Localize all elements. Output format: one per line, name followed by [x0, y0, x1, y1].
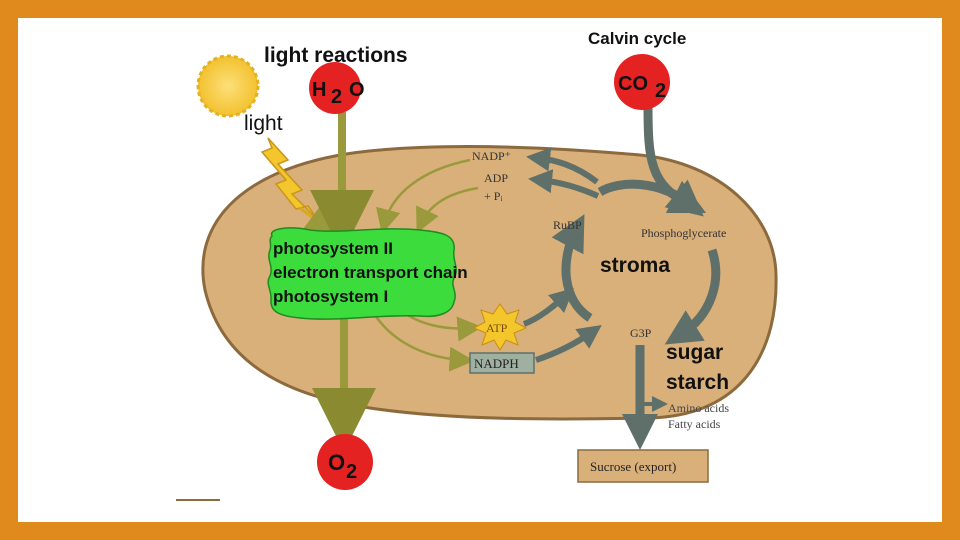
nadph-label: NADPH [474, 356, 519, 371]
pi-label: + Pᵢ [484, 189, 502, 203]
amino-acids-label: Amino acids [668, 401, 729, 415]
rubp-label: RuBP [553, 218, 582, 232]
svg-text:2: 2 [346, 461, 357, 483]
atp-burst-icon [472, 303, 528, 351]
svg-text:O: O [328, 450, 345, 475]
svg-text:CO: CO [618, 73, 648, 95]
stroma-label: stroma [600, 254, 670, 277]
atp-label: ATP [486, 321, 508, 335]
adp-label: ADP [484, 171, 508, 185]
svg-text:O: O [349, 79, 365, 101]
light-label: light [244, 112, 283, 135]
nadph-box [469, 352, 535, 374]
electron-transport-chain-label: electron transport chain [273, 263, 468, 282]
sucrose-label: Sucrose (export) [590, 459, 676, 474]
calvin-cycle-title: Calvin cycle [588, 29, 686, 48]
thylakoid-membrane [267, 227, 457, 320]
sucrose-box [577, 449, 709, 483]
fatty-acids-label: Fatty acids [668, 417, 721, 431]
slide-frame: H 2 O CO 2 O 2 ATP NADPH Sucrose (export… [18, 18, 942, 522]
co2-molecule: CO 2 [614, 54, 670, 110]
photosystem-ii-label: photosystem II [273, 239, 393, 258]
g3p-label: G3P [630, 326, 652, 340]
photosynthesis-diagram: H 2 O CO 2 O 2 ATP NADPH Sucrose (export… [176, 29, 778, 501]
svg-text:H: H [312, 79, 326, 101]
photosystem-i-label: photosystem I [273, 287, 388, 306]
h2o-molecule: H 2 O [309, 62, 365, 114]
o2-molecule: O 2 [317, 434, 373, 490]
svg-text:2: 2 [655, 80, 666, 102]
sun-icon [196, 54, 260, 118]
nadp-plus-label: NADP⁺ [472, 149, 511, 163]
starch-label: starch [666, 371, 729, 394]
svg-text:2: 2 [331, 86, 342, 108]
sugar-label: sugar [666, 341, 723, 364]
phosphoglycerate-label: Phosphoglycerate [641, 226, 726, 240]
light-reactions-title: light reactions [264, 44, 408, 67]
